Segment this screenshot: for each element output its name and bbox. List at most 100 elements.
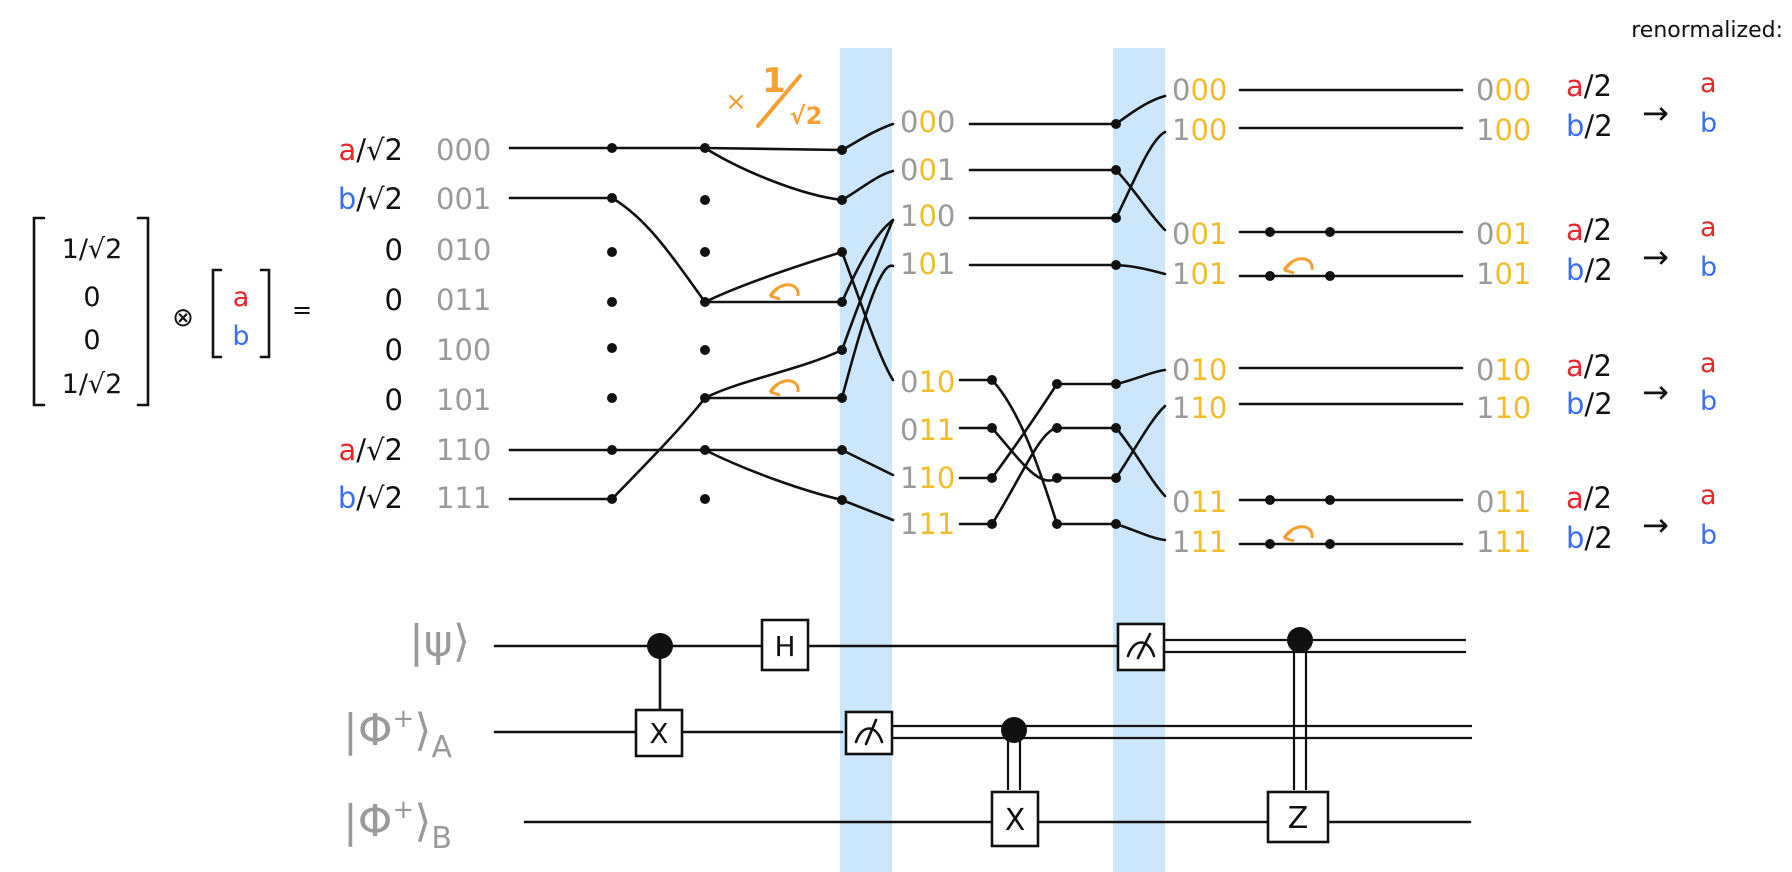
right-matrix-bracket-right	[259, 268, 271, 359]
arrow-icon: →	[1642, 506, 1669, 544]
classical-control-z	[1292, 646, 1308, 790]
classical-control-x	[1006, 734, 1022, 790]
right-input-basis: 001	[1172, 217, 1227, 251]
dot	[1111, 119, 1121, 129]
dot	[607, 343, 617, 353]
dot	[837, 297, 847, 307]
renormalized-amplitude: a	[1700, 348, 1717, 379]
right-input-basis: 100	[1172, 113, 1227, 147]
dot	[1265, 539, 1275, 549]
right-output-basis: 111	[1476, 525, 1531, 559]
amplitude-label: 0	[385, 383, 403, 417]
dot	[607, 143, 617, 153]
middle-basis-label: 010	[900, 365, 955, 399]
dot	[607, 247, 617, 257]
right-amplitude: a/2	[1566, 69, 1612, 103]
dot	[1111, 260, 1121, 270]
dot	[837, 195, 847, 205]
dot	[1111, 473, 1121, 483]
amplitude-label: b/√2	[338, 182, 403, 216]
tensor-symbol: ⊗	[172, 303, 194, 333]
dot	[1052, 379, 1062, 389]
classical-z-control-dot	[1287, 627, 1313, 653]
dot	[1111, 423, 1121, 433]
left-matrix-bracket-left	[32, 216, 46, 407]
left-vector-entry-4: 1/√2	[62, 369, 123, 400]
amplitude-label: 0	[385, 283, 403, 317]
dot	[607, 297, 617, 307]
basis-state-label: 111	[436, 481, 491, 515]
right-amplitude: a/2	[1566, 213, 1612, 247]
right-amplitude: a/2	[1566, 481, 1612, 515]
scale-fraction-slash	[756, 74, 802, 128]
dot	[837, 445, 847, 455]
scale-times: ×	[725, 87, 747, 117]
right-input-basis: 110	[1172, 391, 1227, 425]
scale-denominator: √2	[790, 102, 823, 130]
dot	[1325, 271, 1335, 281]
basis-state-label: 010	[436, 233, 491, 267]
renormalized-amplitude: b	[1700, 520, 1717, 551]
renormalized-amplitude: b	[1700, 386, 1717, 417]
dot	[1111, 165, 1121, 175]
quantum-circuit: |ψ⟩ |Φ+⟩A |Φ+⟩B X H X	[343, 616, 1472, 856]
basis-state-label: 101	[436, 383, 491, 417]
right-amplitude: b/2	[1566, 521, 1613, 555]
amplitude-label: a/√2	[339, 433, 403, 467]
middle-basis-label: 100	[900, 199, 955, 233]
right-input-basis: 101	[1172, 257, 1227, 291]
dot	[700, 195, 710, 205]
dot	[837, 495, 847, 505]
state-evolution-wires	[508, 88, 1464, 546]
dot	[607, 494, 617, 504]
renormalized-amplitude: a	[1700, 68, 1717, 99]
swap-arrow-4	[1282, 525, 1314, 543]
middle-basis-label: 101	[900, 247, 955, 281]
right-amplitude: b/2	[1566, 109, 1613, 143]
dot	[987, 473, 997, 483]
right-input-basis: 111	[1172, 525, 1227, 559]
dot	[1052, 519, 1062, 529]
classical-wire-phi-a	[892, 724, 1472, 740]
cnot-control-dot	[647, 633, 673, 659]
classical-z-label: Z	[1288, 801, 1309, 836]
dot	[700, 247, 710, 257]
dot	[837, 145, 847, 155]
classical-x-label: X	[1005, 803, 1026, 838]
basis-state-label: 000	[436, 133, 491, 167]
middle-basis-label: 001	[900, 153, 955, 187]
dot	[700, 345, 710, 355]
right-input-basis: 011	[1172, 485, 1227, 519]
renormalized-amplitude: a	[1700, 480, 1717, 511]
left-vector-entry-2: 0	[83, 282, 100, 313]
swap-arrow-1	[768, 283, 800, 301]
classical-x-control-dot	[1001, 717, 1027, 743]
right-output-basis: 010	[1476, 353, 1531, 387]
dot	[1325, 539, 1335, 549]
dot	[607, 193, 617, 203]
measurement-phi-a	[844, 710, 894, 756]
dot	[607, 445, 617, 455]
dot	[1265, 495, 1275, 505]
amplitude-label: a/√2	[339, 133, 403, 167]
dot	[700, 494, 710, 504]
basis-state-label: 110	[436, 433, 491, 467]
qubit-psi-label: |ψ⟩	[409, 616, 470, 667]
right-output-basis: 011	[1476, 485, 1531, 519]
meter-icon	[854, 718, 884, 746]
qubit-phi-b-label: |Φ+⟩B	[343, 795, 452, 856]
dot	[837, 345, 847, 355]
right-output-basis: 001	[1476, 217, 1531, 251]
swap-arrow-2	[768, 379, 800, 397]
middle-basis-label: 111	[900, 507, 955, 541]
renormalized-amplitude: b	[1700, 108, 1717, 139]
dot	[1265, 271, 1275, 281]
hadamard-box	[760, 618, 810, 672]
left-vector-entry-1: 1/√2	[62, 234, 123, 265]
swap-arrows	[768, 257, 1314, 543]
dot	[700, 297, 710, 307]
dot	[987, 375, 997, 385]
